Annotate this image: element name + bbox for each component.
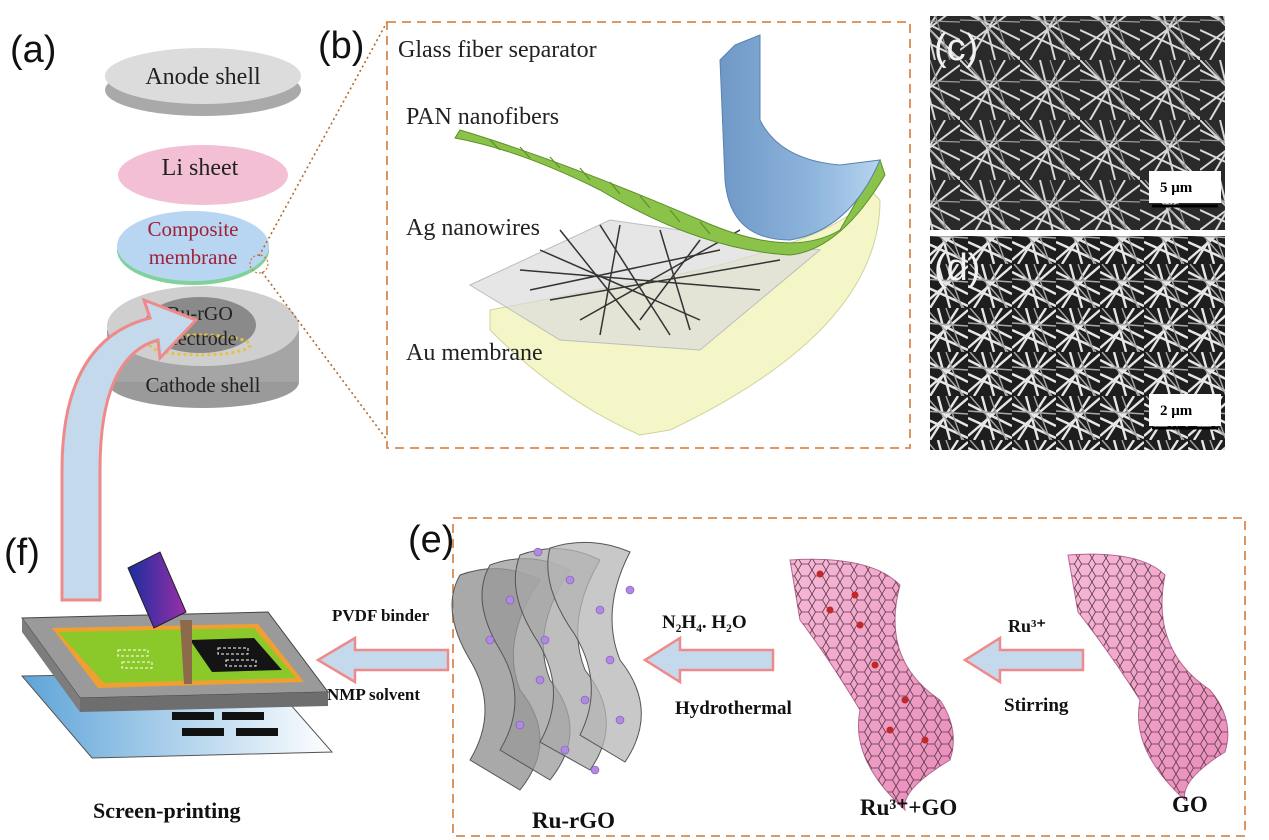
scale-box-d: [1149, 394, 1221, 426]
arrow-printing: [315, 635, 450, 685]
ru-rgo-caption: Ru-rGO: [532, 808, 615, 833]
screen-printing-caption: Screen-printing: [93, 798, 240, 823]
panel-label-a: (a): [10, 29, 56, 71]
ag-nanowire-sheet: [468, 219, 822, 351]
zoom-circle: [249, 254, 269, 274]
screen-frame-side: [22, 618, 80, 712]
glass-fiber-sheet: [719, 34, 881, 241]
pan-label: PAN nanofibers: [406, 104, 559, 130]
go-caption: GO: [1172, 792, 1208, 817]
panel-label-d: (d): [934, 247, 980, 289]
ink-area: [190, 638, 282, 672]
arrow-hydrothermal: [642, 635, 775, 685]
composite-label-line2: membrane: [149, 245, 238, 269]
glass-fiber-label: Glass fiber separator: [398, 37, 597, 63]
li-sheet-disc: [118, 145, 288, 205]
panel-e-border: [452, 517, 1246, 837]
arrow-stirring: [962, 635, 1085, 685]
scale-label-d: 2 μm: [1160, 403, 1193, 419]
pan-fiber-ridges: [489, 139, 711, 235]
electrode-dots: [148, 333, 252, 357]
panel-b-border: [386, 21, 911, 449]
screen-frame-edge: [80, 692, 328, 712]
stirring-label: Stirring: [1004, 695, 1069, 716]
transfer-arrow: [60, 297, 199, 602]
composite-membrane-disc: [117, 211, 269, 281]
squeegee-handle: [127, 551, 187, 629]
anode-shell-label: Anode shell: [145, 64, 261, 90]
panel-label-c: (c): [934, 27, 978, 69]
printed-pattern: [172, 712, 278, 736]
squeegee-blade: [180, 620, 192, 684]
n2h4-label: N₂H₄. H₂O: [662, 612, 747, 633]
panel-label-f: (f): [4, 532, 40, 574]
panel-label-e: (e): [408, 519, 454, 561]
ag-nanowire-lines: [519, 224, 781, 336]
ag-label: Ag nanowires: [406, 215, 540, 241]
anode-shell-disc: [105, 48, 301, 104]
layer-illustration: [454, 34, 886, 436]
ru-go-caption: Ru³⁺+GO: [860, 795, 957, 820]
scale-box-c: [1149, 171, 1221, 203]
pvdf-label: PVDF binder: [332, 606, 430, 625]
au-label: Au membrane: [406, 340, 543, 366]
cathode-shell-label: Cathode shell: [146, 373, 261, 397]
ru3-label: Ru³⁺: [1008, 616, 1046, 636]
panel-label-b: (b): [318, 25, 364, 67]
pan-nanofiber-layer: [454, 129, 886, 256]
li-sheet-label: Li sheet: [162, 155, 239, 181]
nmp-label: NMP solvent: [327, 685, 420, 704]
composite-label-line1: Composite: [147, 217, 238, 241]
ru-go-sheet: [789, 558, 954, 812]
screen-printer: [20, 551, 334, 759]
go-sheet: [1067, 553, 1229, 802]
hydrothermal-label: Hydrothermal: [675, 698, 792, 719]
ru-rgo-sheets: [451, 541, 642, 791]
scale-label-c: 5 μm: [1160, 180, 1193, 196]
